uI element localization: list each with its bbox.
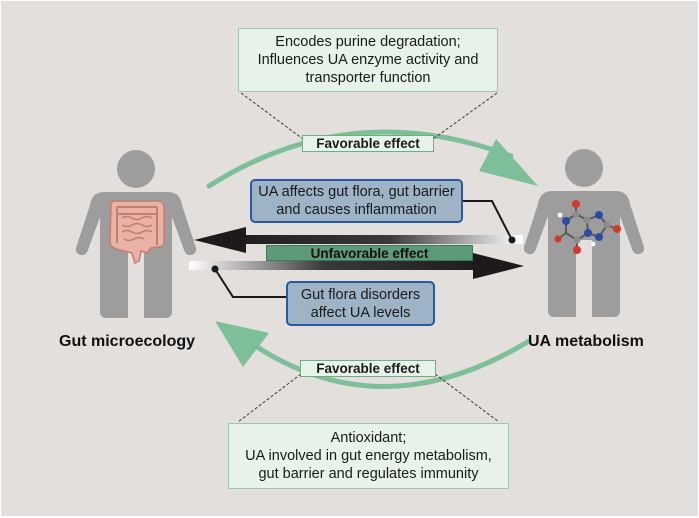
- favorable-effect-tag-top: Favorable effect: [302, 135, 434, 152]
- right-human-figure-icon: [523, 149, 645, 317]
- dashed-callouts: [237, 92, 500, 423]
- uric-acid-molecule-icon: [554, 200, 621, 254]
- top-box-line-1: Encodes purine degradation;: [275, 34, 461, 50]
- gut-microecology-label: Gut microecology: [59, 333, 196, 350]
- gut-flora-disorders-box: Gut flora disorders affect UA levels: [286, 281, 435, 326]
- flora-disorders-line-1: Gut flora disorders: [300, 286, 421, 303]
- unfavorable-arrow-right: [189, 253, 524, 279]
- leader-lines: [214, 200, 513, 298]
- antioxidant-box: Antioxidant; UA involved in gut energy m…: [228, 423, 509, 489]
- favorable-arrow-top: [206, 129, 538, 189]
- top-box-line-3: transporter function: [305, 70, 431, 86]
- favorable-arrow-bottom: [215, 321, 532, 389]
- bottom-box-line-1: Antioxidant;: [330, 430, 407, 446]
- bottom-box-line-2: UA involved in gut energy metabolism,: [245, 448, 492, 464]
- ua-affects-line-2: and causes inflammation: [276, 202, 437, 218]
- intestine-icon: [109, 200, 165, 265]
- top-box-line-2: Influences UA enzyme activity and: [257, 52, 479, 68]
- purine-degradation-box: Encodes purine degradation; Influences U…: [238, 28, 498, 92]
- bottom-box-line-3: gut barrier and regulates immunity: [258, 466, 479, 482]
- ua-metabolism-label: UA metabolism: [528, 333, 644, 350]
- flora-disorders-line-2: affect UA levels: [310, 304, 411, 321]
- unfavorable-arrow-left: [194, 227, 523, 253]
- unfavorable-effect-tag: Unfavorable effect: [266, 245, 473, 261]
- ua-affects-gut-flora-box: UA affects gut flora, gut barrier and ca…: [250, 179, 463, 223]
- left-human-figure-icon: [75, 150, 197, 318]
- ua-affects-line-1: UA affects gut flora, gut barrier: [258, 184, 455, 200]
- leader-dot-left: [211, 265, 219, 273]
- leader-dot-right: [508, 236, 516, 244]
- favorable-effect-tag-bottom: Favorable effect: [300, 360, 436, 377]
